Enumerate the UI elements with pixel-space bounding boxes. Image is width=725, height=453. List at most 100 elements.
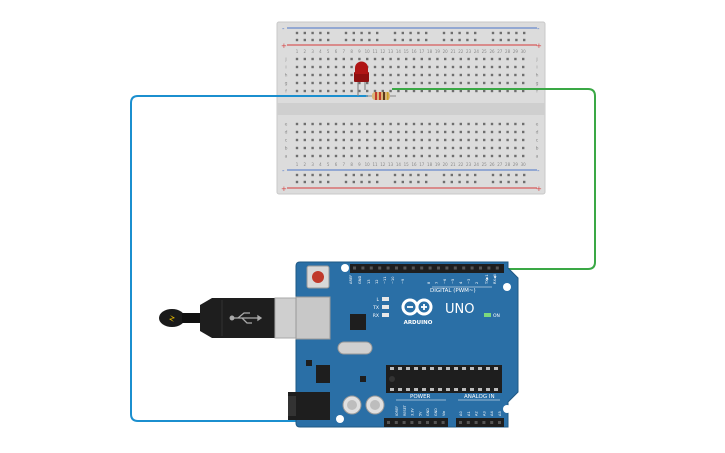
breadboard: - + - + - + - + 112233445566778899101011… — [276, 21, 546, 195]
breadboard-hole — [420, 65, 423, 69]
breadboard-hole — [475, 130, 478, 134]
breadboard-hole — [405, 65, 408, 69]
blue-wire-gnd[interactable] — [130, 95, 420, 422]
column-number-bottom: 17 — [419, 162, 425, 167]
breadboard-hole — [483, 73, 486, 77]
breadboard-hole — [459, 89, 462, 93]
onboard-led — [382, 313, 389, 317]
breadboard-hole — [467, 154, 470, 158]
breadboard-hole — [366, 57, 369, 61]
red-led[interactable] — [354, 61, 369, 96]
chip-pin — [478, 367, 482, 370]
breadboard-hole — [319, 122, 322, 126]
row-letter-left: j — [284, 57, 286, 63]
row-letter-left: h — [285, 73, 288, 79]
digital-header-pin — [361, 266, 365, 270]
digital-pin-label: ~11 — [383, 276, 387, 284]
breadboard-hole — [350, 146, 353, 150]
rail-hole — [491, 31, 495, 35]
rail-hole — [401, 180, 404, 184]
breadboard-hole — [366, 130, 369, 134]
breadboard-hole — [334, 122, 338, 126]
rail-hole — [344, 180, 348, 184]
rail-hole — [368, 180, 371, 184]
column-number-top: 9 — [358, 49, 361, 54]
breadboard-hole — [459, 130, 462, 134]
breadboard-hole — [475, 81, 478, 85]
breadboard-hole — [420, 154, 423, 158]
chip-pin — [470, 388, 474, 391]
rail-hole — [523, 180, 526, 184]
column-number-top: 19 — [435, 49, 441, 54]
breadboard-hole — [514, 81, 517, 85]
breadboard-hole — [342, 122, 345, 126]
breadboard-hole — [490, 154, 494, 158]
digital-pin-label: ~6 — [443, 278, 447, 284]
breadboard-hole — [506, 57, 509, 61]
on-led — [484, 313, 491, 317]
breadboard-hole — [428, 154, 431, 158]
chip-pin — [462, 388, 466, 391]
rail-hole — [319, 173, 322, 177]
breadboard-hole — [506, 138, 509, 142]
breadboard-hole — [420, 89, 423, 93]
breadboard-hole — [459, 65, 462, 69]
breadboard-hole — [405, 146, 408, 150]
breadboard-hole — [381, 146, 384, 150]
usb-cable-icon[interactable] — [159, 297, 311, 339]
breadboard-hole — [319, 81, 322, 85]
column-number-bottom: 26 — [489, 162, 495, 167]
green-wire-pin13[interactable] — [392, 88, 596, 270]
rail-minus-label-br: - — [537, 167, 540, 175]
power-header-pin — [410, 421, 414, 424]
rail-hole — [295, 173, 299, 177]
resistor[interactable] — [366, 92, 396, 100]
column-number-top: 8 — [350, 49, 353, 54]
rail-hole — [401, 38, 404, 42]
power-header-pin — [418, 421, 422, 424]
breadboard-hole — [373, 57, 377, 61]
breadboard-hole — [303, 130, 306, 134]
rail-hole — [450, 38, 453, 42]
breadboard-hole — [514, 138, 517, 142]
chip-pin — [398, 388, 402, 391]
breadboard-hole — [490, 81, 494, 85]
rail-hole — [368, 31, 371, 35]
column-number-bottom: 24 — [474, 162, 480, 167]
rail-hole — [393, 173, 397, 177]
breadboard-hole — [483, 81, 486, 85]
rail-plus-label-bl: + — [281, 185, 287, 193]
breadboard-hole — [311, 122, 314, 126]
breadboard-hole — [342, 65, 345, 69]
breadboard-hole — [358, 81, 361, 85]
breadboard-hole — [358, 138, 361, 142]
column-number-bottom: 9 — [358, 162, 361, 167]
analog-header-pin — [498, 421, 501, 424]
column-number-top: 10 — [365, 49, 371, 54]
breadboard-hole — [506, 130, 509, 134]
column-number-top: 24 — [474, 49, 480, 54]
analog-pin-label: A2 — [475, 411, 479, 416]
column-number-top: 5 — [327, 49, 330, 54]
chip-pin — [486, 388, 490, 391]
chip-pin — [478, 388, 482, 391]
column-number-bottom: 10 — [365, 162, 371, 167]
chip-pins — [389, 367, 498, 391]
breadboard-hole — [490, 65, 494, 69]
chip-pin — [454, 367, 458, 370]
rail-minus-label-bl: - — [282, 167, 285, 175]
breadboard-hole — [498, 65, 501, 69]
breadboard-hole — [295, 146, 299, 150]
breadboard-hole — [381, 65, 384, 69]
analog-label: ANALOG IN — [464, 394, 495, 400]
mounting-hole-3 — [503, 405, 511, 413]
chip-pin — [486, 367, 490, 370]
rail-hole — [499, 38, 502, 42]
breadboard-hole — [420, 122, 423, 126]
rail-hole — [344, 173, 348, 177]
digital-pin-label: ~3 — [467, 279, 471, 284]
breadboard-hole — [319, 138, 322, 142]
breadboard-hole — [444, 130, 447, 134]
